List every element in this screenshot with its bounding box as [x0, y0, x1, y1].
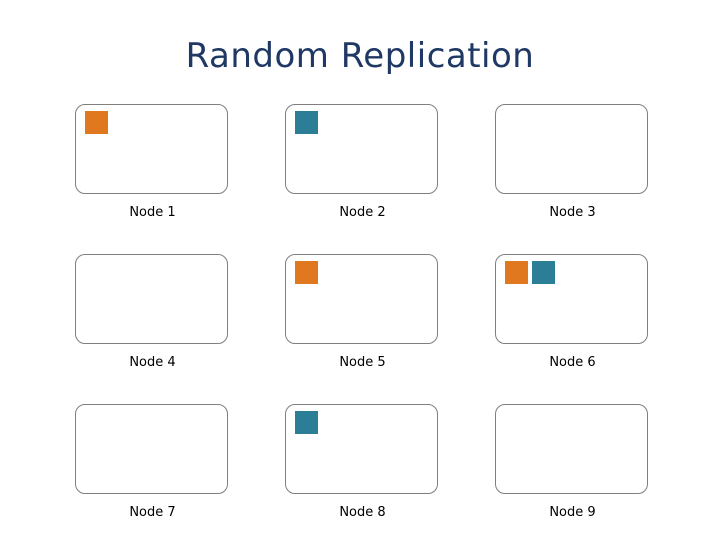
- node-box[interactable]: [495, 254, 648, 344]
- data-chunk-block: [295, 111, 318, 134]
- node-label: Node 4: [129, 355, 176, 370]
- node-box[interactable]: [495, 104, 648, 194]
- node-cell: Node 6: [495, 254, 650, 370]
- node-box[interactable]: [75, 254, 228, 344]
- node-cell: Node 4: [75, 254, 230, 370]
- node-label: Node 3: [549, 205, 596, 220]
- node-cell: Node 5: [285, 254, 440, 370]
- node-cell: Node 7: [75, 404, 230, 520]
- node-box[interactable]: [75, 404, 228, 494]
- node-label: Node 1: [129, 205, 176, 220]
- node-cell: Node 8: [285, 404, 440, 520]
- data-chunk-block: [295, 411, 318, 434]
- node-cell: Node 3: [495, 104, 650, 220]
- node-label: Node 9: [549, 505, 596, 520]
- node-cell: Node 9: [495, 404, 650, 520]
- node-cell: Node 2: [285, 104, 440, 220]
- data-chunk-block: [532, 261, 555, 284]
- data-chunk-block: [295, 261, 318, 284]
- page-title: Random Replication: [185, 36, 535, 76]
- data-chunk-block: [85, 111, 108, 134]
- node-label: Node 7: [129, 505, 176, 520]
- node-label: Node 5: [339, 355, 386, 370]
- node-cell: Node 1: [75, 104, 230, 220]
- node-box[interactable]: [75, 104, 228, 194]
- node-box[interactable]: [285, 254, 438, 344]
- data-chunk-block: [505, 261, 528, 284]
- node-label: Node 6: [549, 355, 596, 370]
- node-box[interactable]: [285, 104, 438, 194]
- node-label: Node 2: [339, 205, 386, 220]
- node-box[interactable]: [495, 404, 648, 494]
- node-label: Node 8: [339, 505, 386, 520]
- node-box[interactable]: [285, 404, 438, 494]
